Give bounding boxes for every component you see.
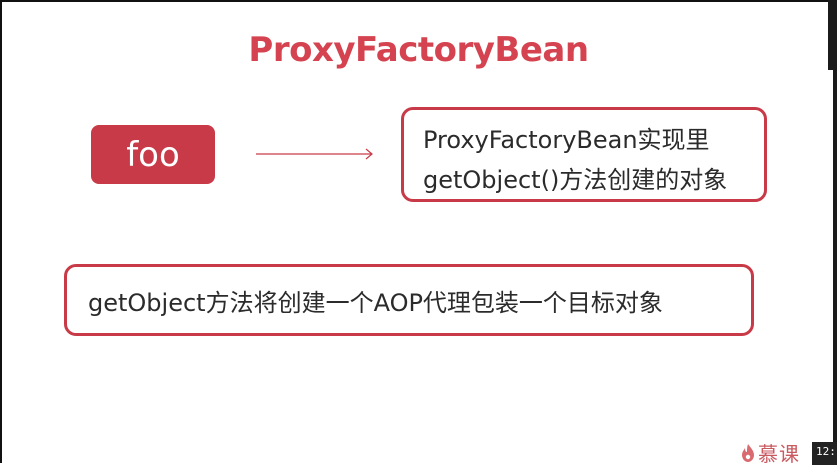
result-line-1: ProxyFactoryBean实现里 — [423, 126, 710, 154]
result-object-box: ProxyFactoryBean实现里 getObject()方法创建的对象 — [401, 107, 767, 202]
flame-logo-icon — [742, 443, 754, 462]
result-line-2: getObject()方法创建的对象 — [423, 166, 728, 194]
explanation-text: getObject方法将创建一个AOP代理包装一个目标对象 — [88, 288, 663, 317]
watermark-logo: 慕课 — [740, 440, 800, 466]
window-edge-tab — [828, 0, 837, 70]
arrow-head — [365, 148, 373, 160]
slide-title: ProxyFactoryBean — [248, 30, 589, 70]
watermark-text: 慕课 — [758, 442, 800, 466]
source-bean-box: foo — [91, 125, 215, 184]
source-bean-label: foo — [126, 134, 180, 175]
window-edge — [833, 0, 837, 465]
playback-timestamp: 12: — [812, 442, 837, 465]
arrow-connector — [256, 148, 373, 160]
explanation-box: getObject方法将创建一个AOP代理包装一个目标对象 — [64, 264, 754, 336]
